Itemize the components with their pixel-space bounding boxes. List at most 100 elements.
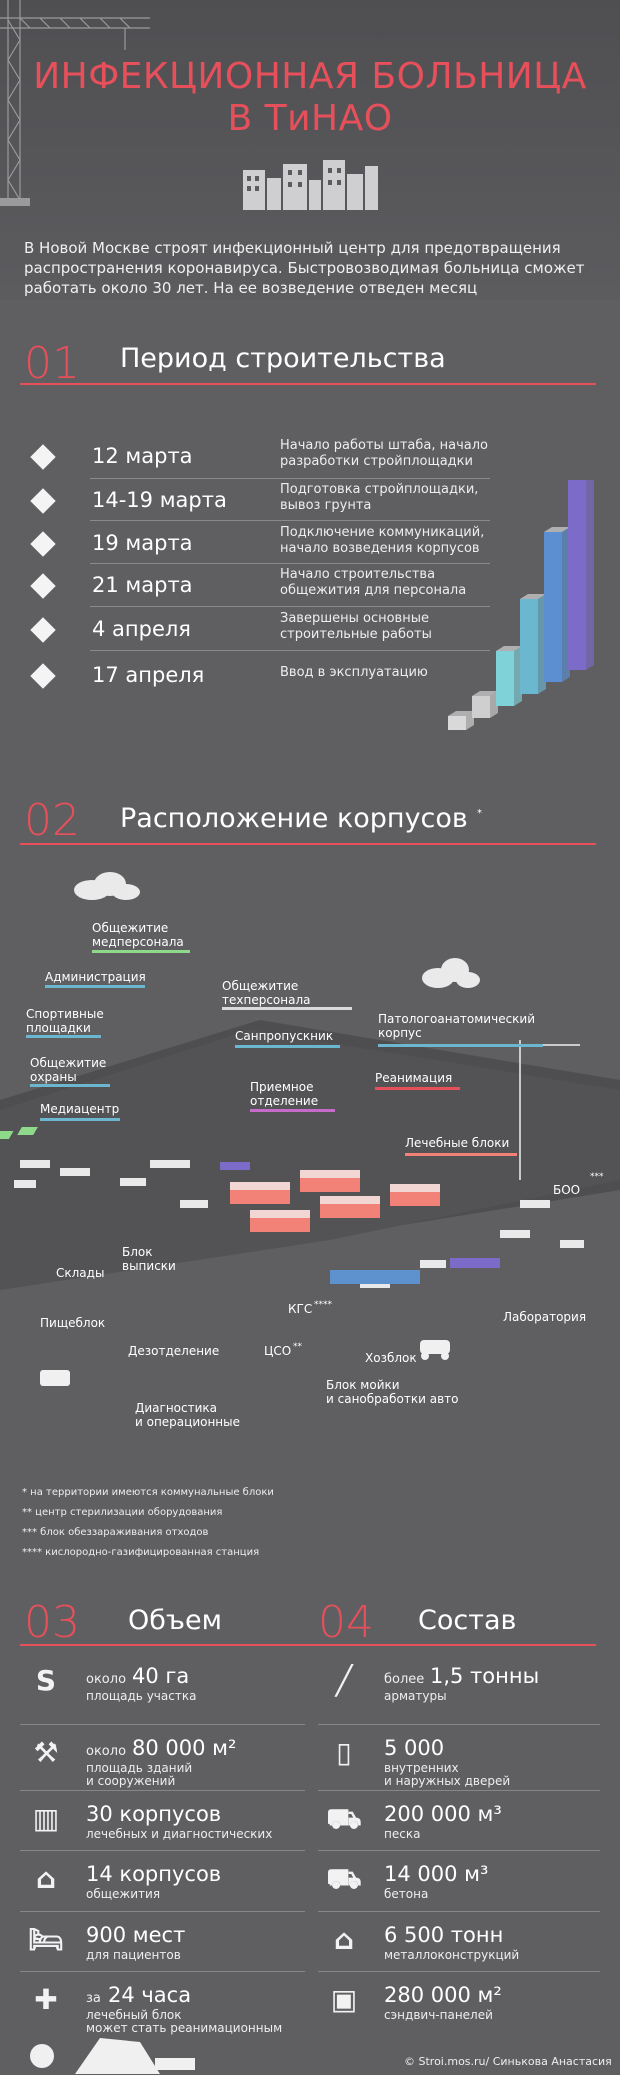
label-underline — [375, 1087, 460, 1090]
growth-bars-graphic — [448, 480, 594, 730]
stat-item: ⛟ 200 000 м³ песка — [318, 1796, 598, 1856]
map-label-disinfect: Дезотделение — [128, 1344, 220, 1358]
building-icon: ▥ — [32, 1802, 60, 1835]
map-label-admin: Администрация — [45, 970, 146, 984]
timeline-description: Начало работы штаба, начало разработки с… — [280, 438, 488, 469]
timeline-date: 4 апреля — [92, 617, 191, 641]
map-label-sanpass: Санпропускник — [235, 1029, 334, 1043]
timeline-description: Подготовка стройплощадки, вывоз грунта — [280, 482, 479, 513]
stat-divider — [318, 1724, 600, 1725]
timeline-date: 21 марта — [92, 573, 193, 597]
section4-number: 04 — [318, 1597, 374, 1648]
timeline-divider — [90, 606, 490, 607]
growth-bar — [496, 646, 522, 706]
stat-value: 40 га — [132, 1664, 190, 1688]
footer-credit: © Stroi.mos.ru/ Синькова Анастасия — [404, 2055, 612, 2068]
label-underline — [222, 1007, 352, 1010]
section1-divider — [20, 383, 596, 385]
map-label-boo: БОО — [553, 1183, 581, 1197]
stat-prefix: около — [86, 1672, 127, 1687]
label-underline — [45, 985, 145, 988]
label-underline — [378, 1044, 543, 1047]
map-label-warehouses: Склады — [56, 1266, 105, 1280]
stat-value: 30 корпусов — [86, 1802, 222, 1826]
section2-title-mark: * — [477, 808, 482, 819]
diamond-icon — [30, 531, 56, 557]
stat-caption: лечебных и диагностических — [86, 1827, 273, 1841]
stat-caption: внутренних и наружных дверей — [384, 1761, 511, 1788]
stat-divider — [20, 1790, 305, 1791]
stat-item: ⛟ 14 000 м³ бетона — [318, 1856, 598, 1916]
diamond-icon — [30, 488, 56, 514]
timeline-date: 12 марта — [92, 444, 193, 468]
stat-value: 6 500 тонн — [384, 1923, 504, 1947]
panel-icon: ▣ — [330, 1983, 358, 2016]
section2-number: 02 — [24, 795, 80, 846]
stat-prefix: около — [86, 1744, 127, 1759]
growth-bar — [568, 480, 594, 670]
stat-divider — [318, 1971, 600, 1972]
city-skyline-icon — [243, 160, 378, 210]
label-underline — [30, 1084, 110, 1087]
page-title-line1: ИНФЕКЦИОННАЯ БОЛЬНИЦА — [33, 56, 587, 97]
timeline-description: Ввод в эксплуатацию — [280, 665, 428, 680]
growth-bar — [472, 691, 498, 718]
map-label-boo-mark: *** — [590, 1172, 604, 1182]
label-underline — [92, 950, 190, 953]
stat-item: ⚒ около 80 000 м² площадь зданий и соору… — [20, 1730, 300, 1790]
diamond-icon — [30, 444, 56, 470]
map-label-household: Хозблок — [365, 1351, 417, 1365]
stat-caption: сэндвич-панелей — [384, 2008, 493, 2022]
stat-item: ╱ более 1,5 тонны арматуры — [318, 1658, 598, 1718]
timeline-date: 17 апреля — [92, 663, 205, 687]
crane-icon — [0, 0, 150, 206]
timeline-description: Подключение коммуникаций, начало возведе… — [280, 525, 485, 556]
door-icon: ▯ — [336, 1736, 352, 1769]
site-map-graphic — [0, 872, 620, 1386]
header-background — [0, 0, 620, 300]
timeline-date: 14-19 марта — [92, 488, 227, 512]
stat-divider — [20, 1971, 305, 1972]
section3-number: 03 — [24, 1597, 80, 1648]
map-label-admission: Приемное отделение — [250, 1080, 319, 1108]
map-label-patho: Патологоанатомический корпус — [378, 1012, 536, 1040]
footnote: * на территории имеются коммунальные бло… — [22, 1487, 274, 1498]
footnote: ** центр стерилизации оборудования — [22, 1507, 223, 1518]
timeline-item: 14-19 марта Подготовка стройплощадки, вы… — [30, 482, 478, 518]
stat-caption: металлоконструкций — [384, 1948, 520, 1962]
map-label-cso-mark: ** — [293, 1342, 302, 1352]
stat-item: ⌂ 14 корпусов общежития — [20, 1856, 300, 1916]
stat-prefix: более — [384, 1672, 425, 1687]
map-label-guard-dorm: Общежитие охраны — [30, 1056, 107, 1084]
timeline-description: Начало строительства общежития для персо… — [280, 567, 467, 598]
stat-caption: площадь участка — [86, 1689, 197, 1703]
section2-divider — [20, 843, 596, 845]
section1-title: Период строительства — [120, 343, 446, 374]
map-label-carwash: Блок мойки и санобработки авто — [326, 1378, 459, 1406]
s-curve-icon: S — [35, 1664, 57, 1697]
map-label-food: Пищеблок — [40, 1316, 106, 1330]
timeline-date: 19 марта — [92, 531, 193, 555]
stat-caption: бетона — [384, 1887, 429, 1901]
houses-icon: ⌂ — [35, 1862, 57, 1895]
section1-number: 01 — [24, 338, 80, 389]
stat-caption: песка — [384, 1827, 421, 1841]
stat-caption: общежития — [86, 1887, 161, 1901]
section2-title: Расположение корпусов — [120, 803, 468, 834]
map-label-sport: Спортивные площадки — [26, 1007, 104, 1035]
timeline-divider — [90, 650, 490, 651]
label-underline — [235, 1045, 340, 1048]
steel-beam-icon: ⌂ — [333, 1923, 355, 1956]
stat-item: 🛏︎ 900 мест для пациентов — [20, 1917, 300, 1977]
map-label-cso: ЦСО — [264, 1344, 292, 1358]
stat-value: 900 мест — [86, 1923, 186, 1947]
timeline-item: 17 апреля Ввод в эксплуатацию — [30, 659, 450, 693]
footnote: *** блок обеззараживания отходов — [22, 1527, 209, 1538]
construction-machinery-icon — [30, 2038, 195, 2074]
timeline-item: 21 марта Начало строительства общежития … — [30, 567, 466, 603]
stat-value: 80 000 м² — [132, 1736, 237, 1760]
stat-divider — [318, 1911, 600, 1912]
stat-caption: лечебный блок может стать реанимационным — [86, 2008, 283, 2035]
stat-caption: площадь зданий и сооружений — [86, 1761, 193, 1788]
stat-divider — [318, 1790, 600, 1791]
